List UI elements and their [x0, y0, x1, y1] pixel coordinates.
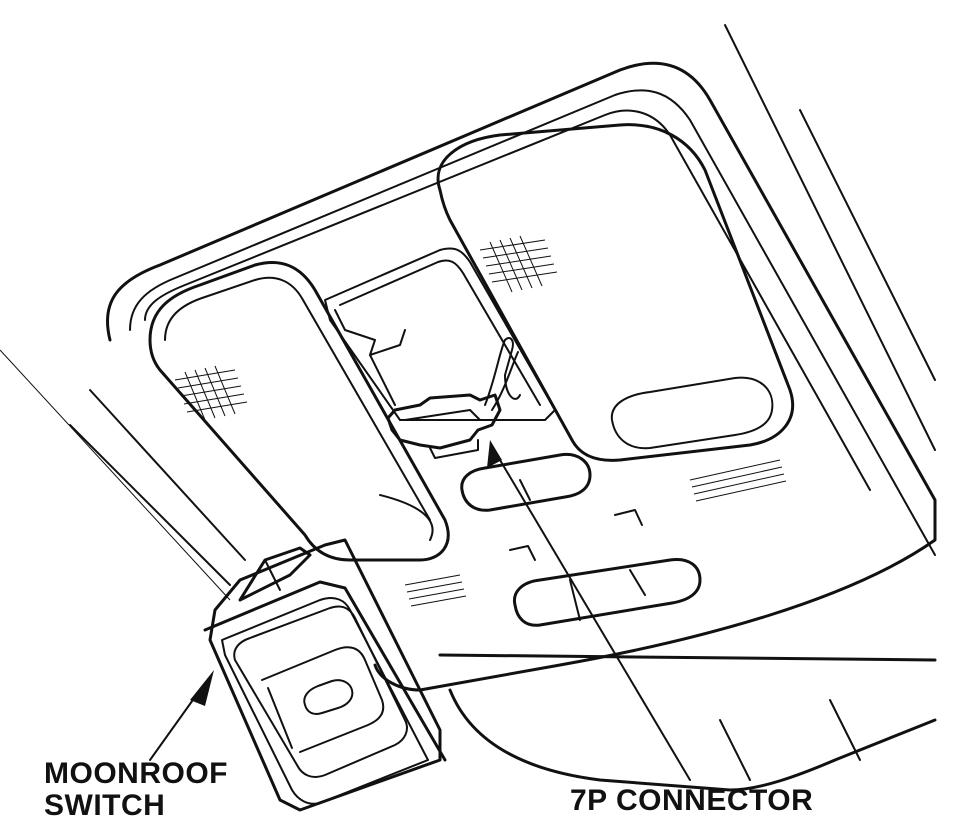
map-lamp-right [436, 123, 795, 462]
map-lamp-left [148, 260, 450, 562]
leader-lines [149, 440, 691, 781]
connector-arrowhead [487, 440, 502, 468]
background-diagonal-lines [0, 24, 936, 601]
lens-hatch-left [174, 365, 248, 421]
switch-leader-line [149, 689, 201, 761]
lens-hatch-right [479, 235, 558, 293]
7p-connector-label: 7P CONNECTOR [570, 784, 814, 817]
switch-opening [324, 247, 556, 421]
console-buttons [460, 452, 702, 627]
roof-console-outer [105, 61, 937, 792]
moonroof-switch-label-line2: SWITCH [44, 789, 166, 822]
connector-leader-line [499, 459, 691, 781]
console-vent-lines [379, 459, 787, 607]
7p-connector [386, 337, 521, 459]
switch-arrowhead [190, 670, 214, 706]
moonroof-switch-label: MOONROOF SWITCH [44, 758, 228, 822]
moonroof-switch-body [203, 538, 447, 812]
moonroof-switch-label-line1: MOONROOF [44, 757, 228, 790]
